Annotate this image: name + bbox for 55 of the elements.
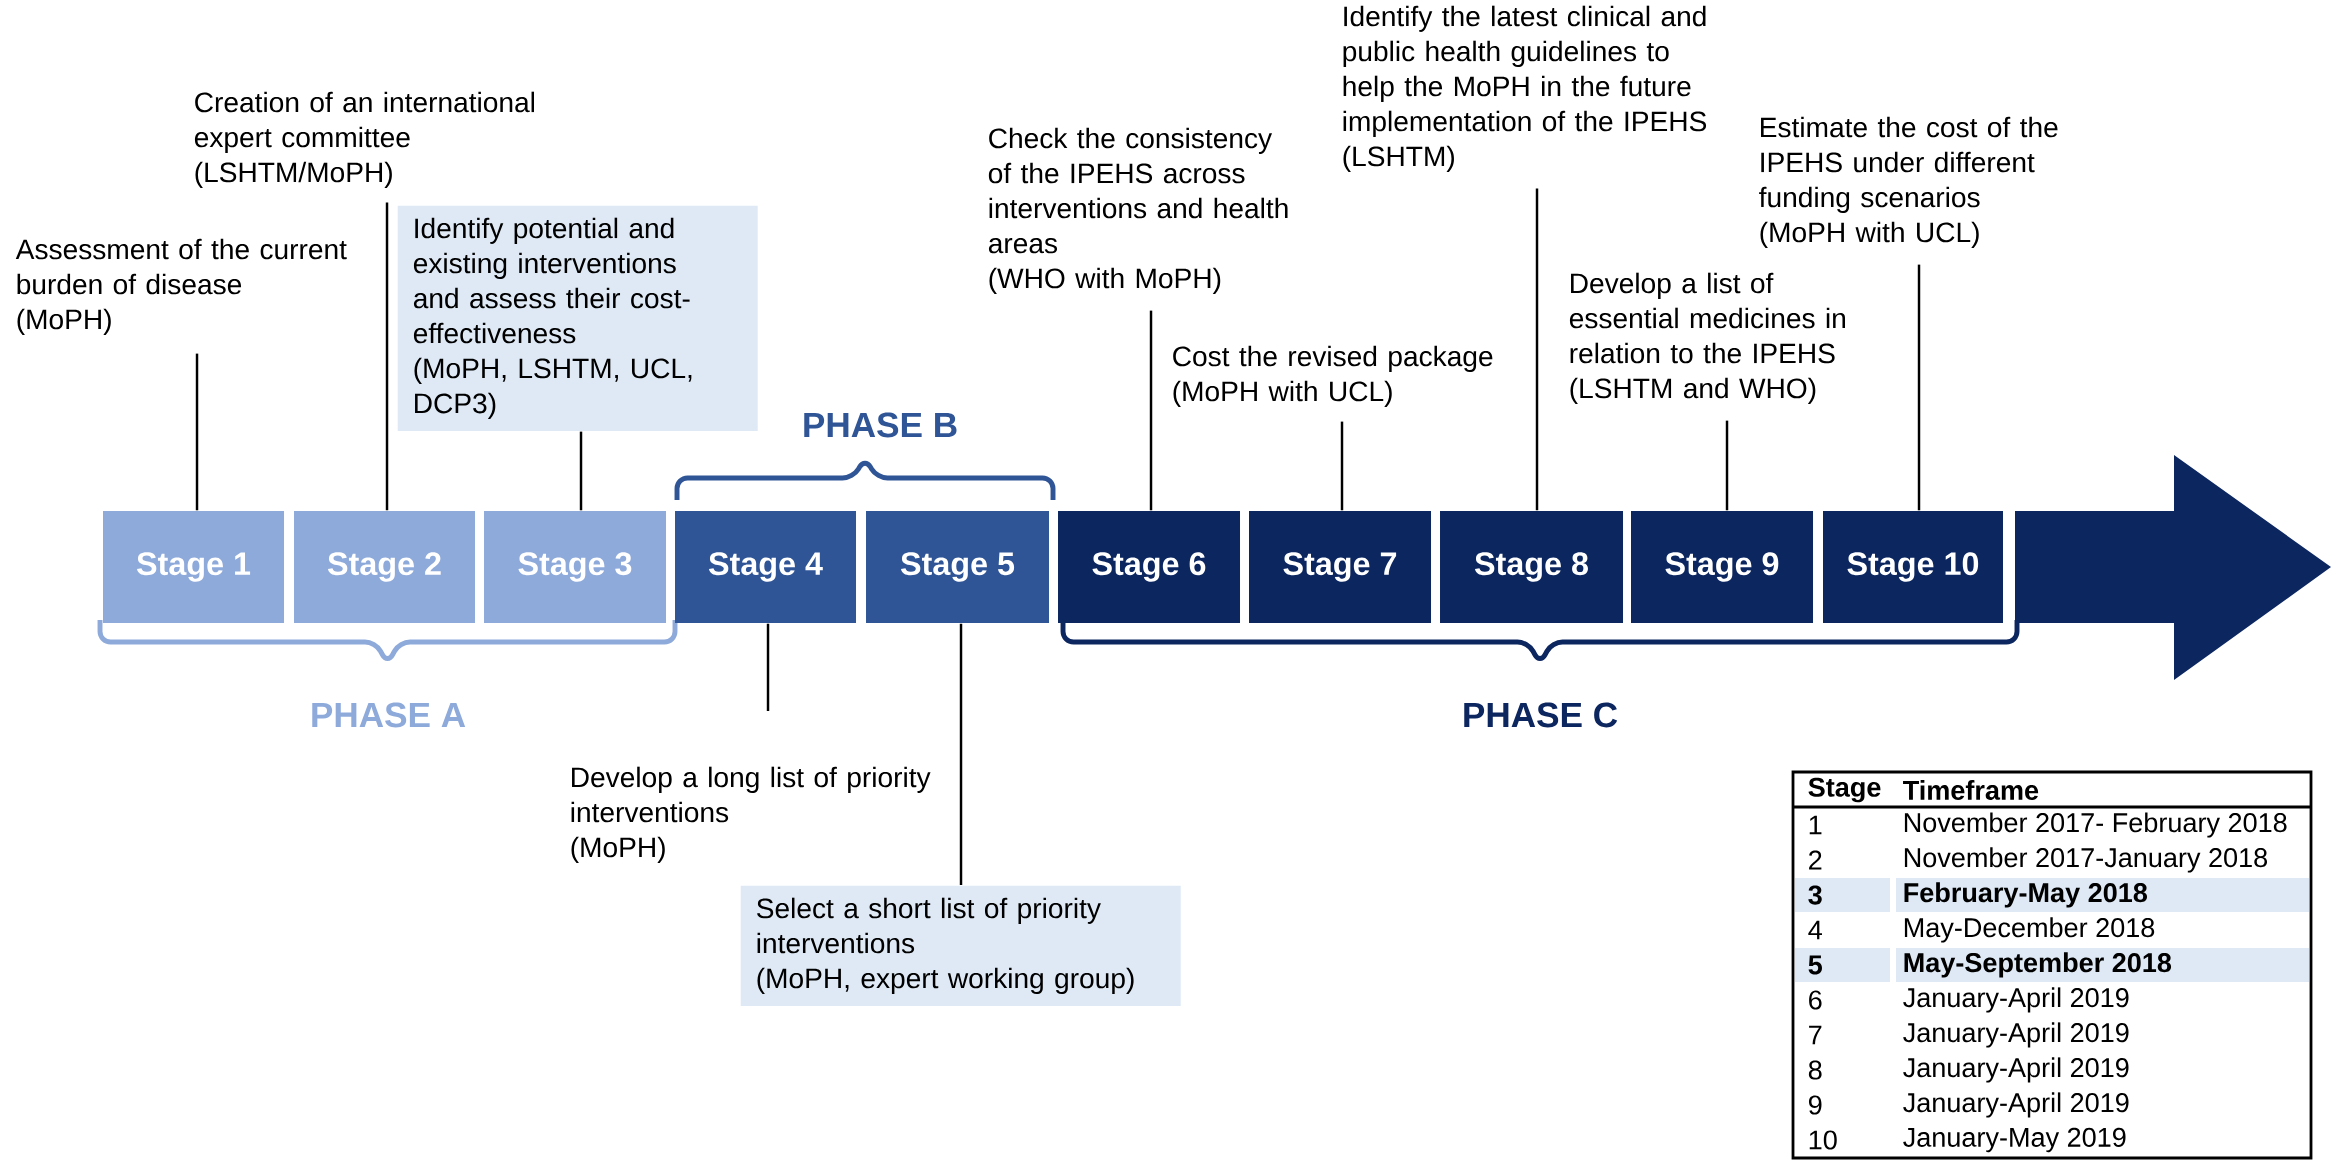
description-text: Cost the revised package (MoPH with UCL) bbox=[1173, 345, 1493, 407]
table-cell: November 2017- February 2018 bbox=[1904, 812, 2287, 838]
table-cell: May-December 2018 bbox=[1904, 917, 2155, 943]
stage-box: Stage 8 bbox=[1440, 511, 1623, 623]
table-cell: 6 bbox=[1809, 990, 1822, 1010]
stage-box: Stage 3 bbox=[484, 511, 666, 623]
table-cell: January-April 2019 bbox=[1903, 1092, 2129, 1118]
table-cell: 7 bbox=[1809, 1025, 1822, 1045]
stage-box: Stage 7 bbox=[1249, 511, 1431, 623]
stage-box: Stage 1 bbox=[103, 511, 284, 623]
leader-line bbox=[1340, 421, 1344, 511]
leader-line bbox=[766, 623, 770, 711]
table-cell: January-April 2019 bbox=[1903, 1022, 2129, 1048]
stage-box: Stage 10 bbox=[1823, 511, 2003, 623]
leader-line bbox=[385, 202, 389, 511]
table-cell: 5 bbox=[1795, 948, 1890, 982]
stage-box: Stage 6 bbox=[1058, 511, 1240, 623]
leader-line bbox=[579, 431, 583, 511]
leader-line bbox=[1917, 264, 1921, 511]
description-text: Develop a long list of priority interventions (MoPH) bbox=[571, 766, 931, 863]
leader-line bbox=[195, 353, 199, 511]
table-cell: Timeframe bbox=[1903, 780, 2039, 800]
table-cell: 10 bbox=[1809, 1130, 1837, 1150]
table-cell: 3 bbox=[1795, 878, 1890, 912]
table-cell: November 2017-January 2018 bbox=[1904, 847, 2268, 873]
stage-box: Stage 9 bbox=[1631, 511, 1813, 623]
stage-box: Stage 2 bbox=[294, 511, 475, 623]
phase-label: PHASE A bbox=[312, 702, 466, 728]
description-text: Estimate the cost of the IPEHS under different funding scenarios (MoPH with UCL) bbox=[1759, 116, 2058, 248]
description-text: Creation of an international expert committee (LSHTM/MoPH) bbox=[194, 91, 535, 188]
highlighted-description-box: Select a short list of priority interventions (MoPH, expert working group) bbox=[740, 885, 1181, 1006]
phase-label: PHASE B bbox=[804, 412, 957, 438]
table-cell: May-September 2018 bbox=[1896, 948, 2309, 982]
table-cell: 9 bbox=[1809, 1095, 1822, 1115]
stage-box: Stage 5 bbox=[866, 511, 1049, 623]
table-cell: Stage bbox=[1808, 777, 1881, 803]
leader-line bbox=[1725, 420, 1729, 511]
description-text: Develop a list of essential medicines in relation to the IPEHS (LSHTM and WHO) bbox=[1569, 272, 1845, 404]
description-text: Assessment of the current burden of disease (MoPH) bbox=[15, 238, 347, 335]
leader-line bbox=[959, 623, 963, 885]
highlighted-description-box: Identify potential and existing interventions and assess their cost-effectiveness (MoPH, LSHTM, UCL, DCP3) bbox=[397, 205, 758, 431]
stage-box: Stage 4 bbox=[675, 511, 856, 623]
table-cell: 4 bbox=[1808, 920, 1822, 940]
table-cell: January-April 2019 bbox=[1903, 987, 2129, 1013]
leader-line bbox=[1149, 310, 1153, 511]
phase-label: PHASE C bbox=[1464, 702, 1618, 728]
table-cell: 1 bbox=[1809, 815, 1822, 835]
table-cell: January-May 2019 bbox=[1903, 1127, 2126, 1153]
table-cell: 2 bbox=[1809, 850, 1822, 870]
leader-line bbox=[1535, 188, 1539, 511]
description-text: Identify the latest clinical and public health guidelines to help the MoPH in the future implementation of the IPEHS (LSHTM) bbox=[1343, 5, 1707, 172]
table-cell: February-May 2018 bbox=[1896, 878, 2309, 912]
table-cell: January-April 2019 bbox=[1903, 1057, 2129, 1083]
table-cell: 8 bbox=[1808, 1060, 1822, 1080]
description-text: Check the consistency of the IPEHS across interventions and health areas (WHO with MoPH) bbox=[988, 127, 1288, 294]
